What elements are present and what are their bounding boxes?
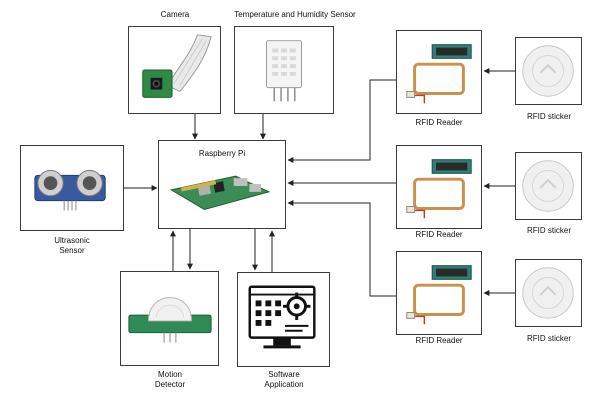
camera-box xyxy=(128,26,221,114)
rfid-reader-box xyxy=(396,145,482,229)
software-application-label: Software Application xyxy=(264,370,304,389)
rfid-reader-box xyxy=(396,251,482,335)
temp-sensor-label: Temperature and Humidity Sensor xyxy=(234,10,356,19)
raspberry-pi-label: Raspberry Pi xyxy=(198,149,246,158)
rfid-reader-label: RFID Reader xyxy=(415,230,463,239)
rfid-sticker-label: RFID sticker xyxy=(527,226,571,235)
rfid-reader-label: RFID Reader xyxy=(415,336,463,345)
motion-detector-box xyxy=(120,271,219,366)
rfid-reader-icon xyxy=(406,265,472,325)
rfid-reader-icon xyxy=(406,44,472,104)
rfid-reader-label: RFID Reader xyxy=(415,118,463,127)
rfid-sticker-icon xyxy=(522,45,574,97)
rfid-sticker-icon xyxy=(522,160,574,212)
ultrasonic-sensor-label: Ultrasonic Sensor xyxy=(54,236,90,255)
rfid-reader-box xyxy=(396,30,482,114)
rfid-sticker-box xyxy=(515,37,582,105)
temp-humidity-sensor-box xyxy=(234,26,334,114)
motion-detector-icon xyxy=(128,297,212,343)
raspberry-pi-box: Raspberry Pi xyxy=(158,140,286,229)
rfid-reader-icon xyxy=(406,159,472,219)
raspberry-pi-board-icon xyxy=(169,175,271,210)
temp-humidity-sensor-icon xyxy=(265,40,303,102)
rfid-sticker-icon xyxy=(522,267,574,319)
ultrasonic-sensor-icon xyxy=(34,169,106,211)
rfid-sticker-box xyxy=(515,152,582,220)
camera-label: Camera xyxy=(160,10,190,19)
rfid-sticker-box xyxy=(515,259,582,327)
rfid-sticker-label: RFID sticker xyxy=(527,334,571,343)
ultrasonic-sensor-box xyxy=(20,145,124,231)
software-application-icon xyxy=(248,285,316,349)
camera-module-icon xyxy=(142,34,212,98)
motion-detector-label: Motion Detector xyxy=(154,370,186,389)
software-application-box xyxy=(237,272,330,367)
rfid-sticker-label: RFID sticker xyxy=(527,112,571,121)
